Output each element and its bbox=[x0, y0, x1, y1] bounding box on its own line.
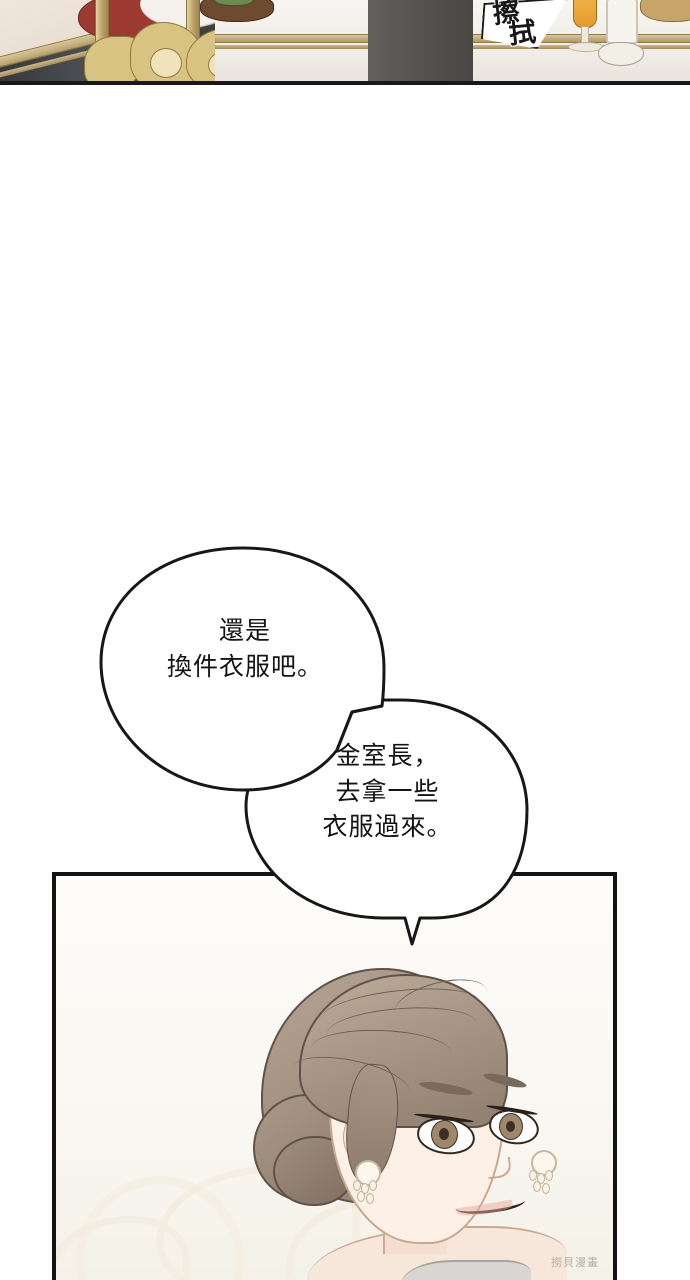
mirror-frame bbox=[606, 0, 638, 44]
pupil-right bbox=[506, 1121, 515, 1132]
earring-fringe bbox=[527, 1168, 557, 1194]
earring-bead bbox=[533, 1181, 541, 1192]
earring-bead bbox=[369, 1180, 377, 1191]
speech-bubble-1-text: 還是 換件衣服吧。 bbox=[166, 616, 323, 681]
food-plate-right bbox=[640, 0, 690, 22]
sfx-text-wiping: 擦 拭 bbox=[491, 0, 536, 51]
panel-bottom: 撈貝漫畫 bbox=[52, 872, 617, 1280]
teapot bbox=[598, 42, 644, 66]
hair-front bbox=[299, 974, 508, 1128]
dark-pillar bbox=[368, 0, 473, 81]
gold-ornament-swirl bbox=[150, 48, 182, 78]
speech-bubble-2-text: 金室長， 去拿一些 衣服過來。 bbox=[322, 741, 453, 841]
dress-fabric bbox=[401, 1260, 531, 1280]
earring-bead bbox=[529, 1170, 537, 1181]
character-portrait bbox=[251, 968, 581, 1280]
earring-fringe bbox=[351, 1178, 381, 1204]
earring-bead bbox=[545, 1170, 553, 1181]
earring-bead bbox=[353, 1180, 361, 1191]
food-plate-left bbox=[200, 0, 274, 22]
juice-glass bbox=[573, 0, 597, 28]
background-ornament-swirl-c bbox=[56, 1216, 190, 1280]
panel-top: 擦 拭 bbox=[0, 0, 690, 85]
watermark: 撈貝漫畫 bbox=[551, 1256, 599, 1269]
nose bbox=[486, 1156, 512, 1180]
earring-bead bbox=[361, 1183, 369, 1194]
earring-bead bbox=[542, 1183, 550, 1194]
pupil-left bbox=[439, 1128, 449, 1140]
sfx-char-2: 拭 bbox=[507, 17, 536, 51]
earring-bead bbox=[357, 1191, 365, 1202]
earring-bead bbox=[366, 1193, 374, 1204]
earring-bead bbox=[537, 1173, 545, 1184]
